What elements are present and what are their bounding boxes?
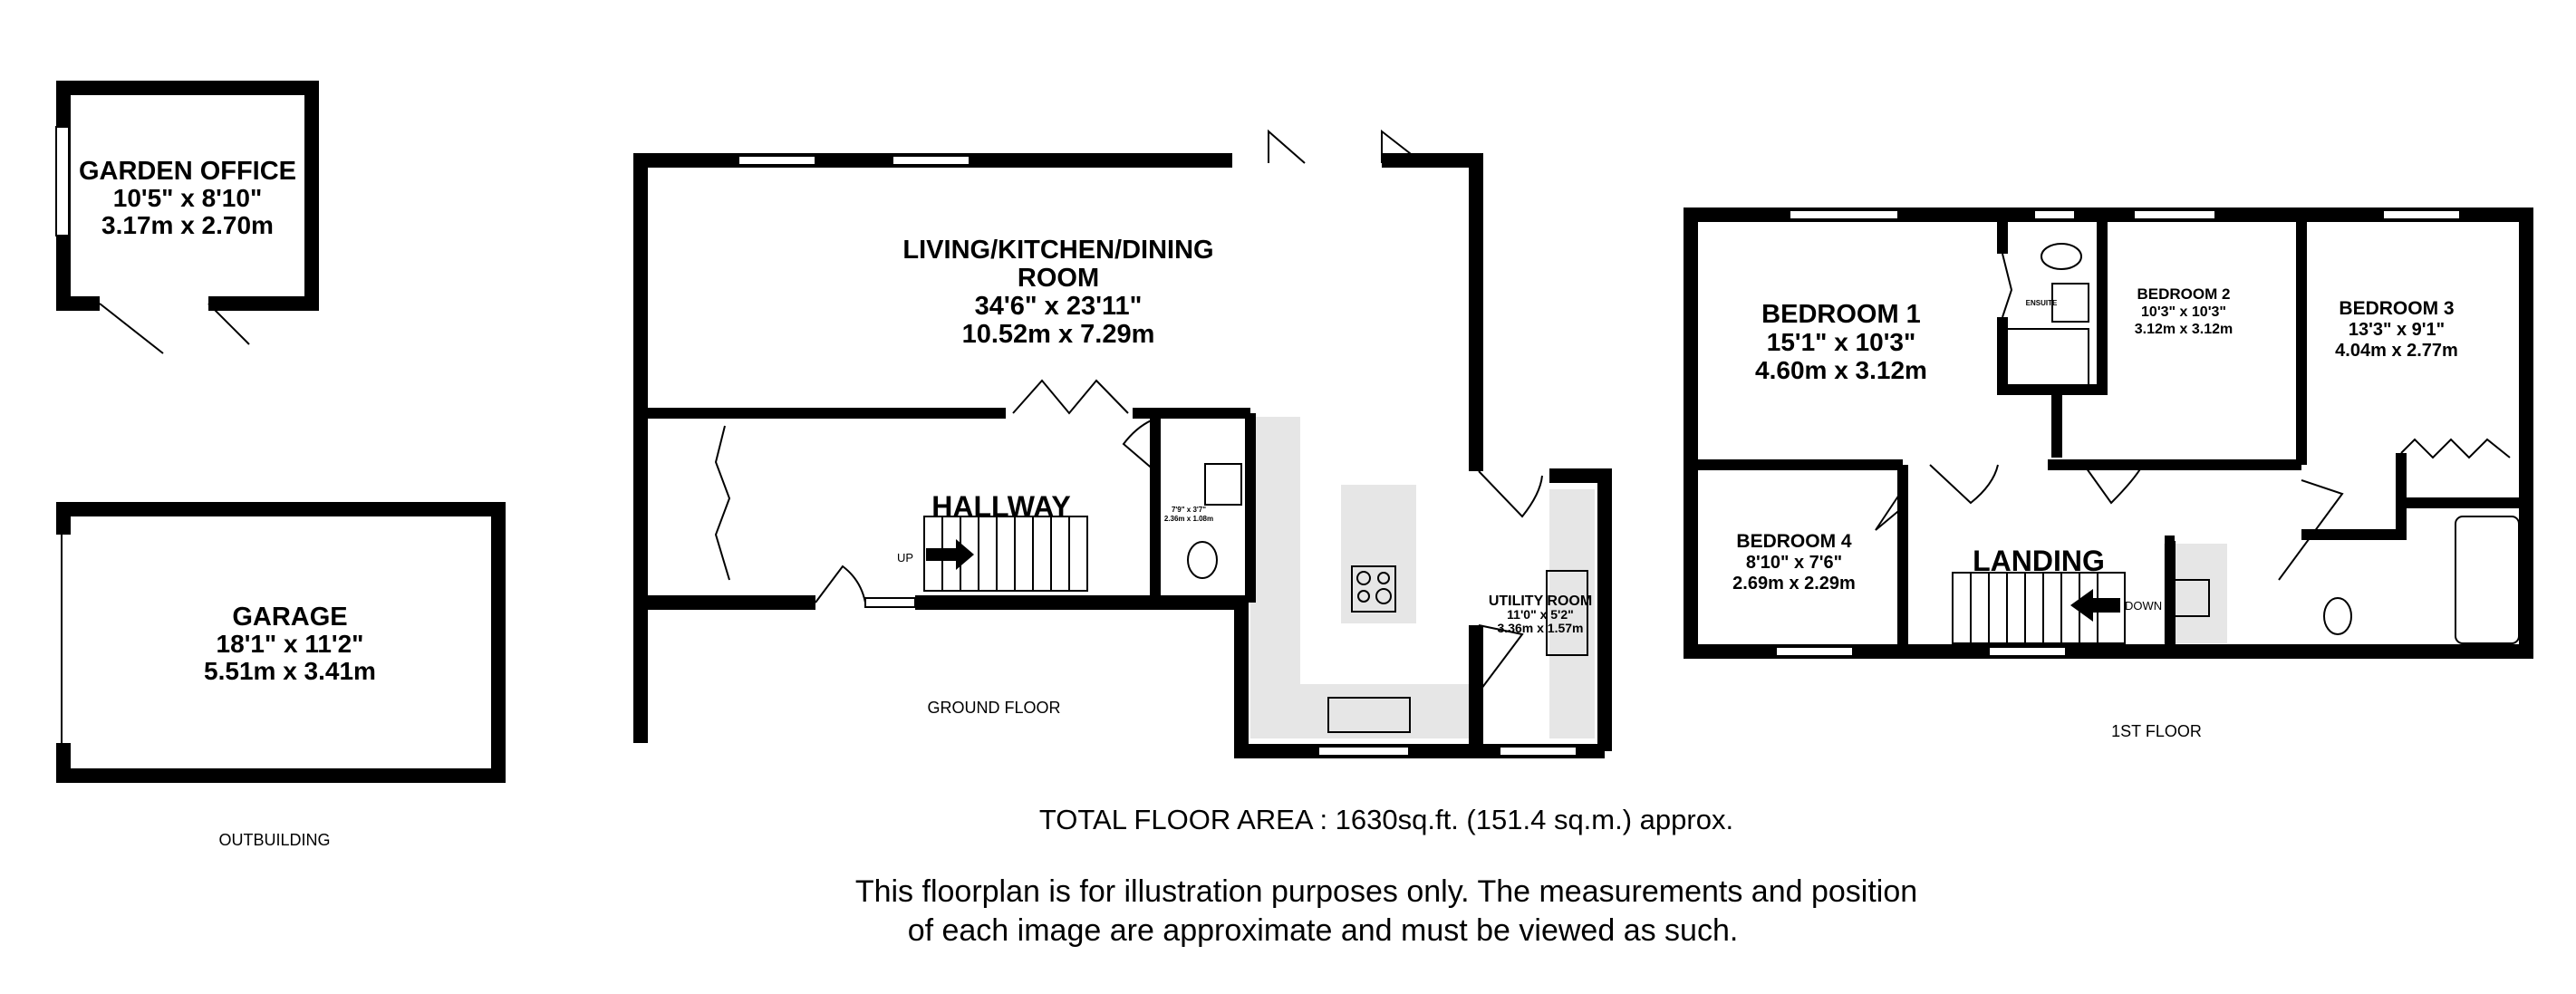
first-floor-label: 1ST FLOOR — [2111, 722, 2202, 740]
window — [1499, 746, 1577, 757]
bathroom-toilet — [2323, 597, 2352, 635]
utility-metric: 3.36m x 1.57m — [1498, 621, 1584, 635]
outbuilding-label: OUTBUILDING — [218, 831, 330, 849]
window — [2382, 209, 2461, 220]
disclaimer-line-1: This floorplan is for illustration purpo… — [855, 874, 1917, 909]
bedroom4-name: BEDROOM 4 — [1736, 531, 1852, 552]
bedroom4-imperial: 8'10" x 7'6" — [1746, 553, 1842, 573]
hallway-name: HALLWAY — [931, 490, 1071, 523]
bedroom3-imperial: 13'3" x 9'1" — [2349, 320, 2445, 340]
garage: GARAGE 18'1" x 11'2" 5.51m x 3.41m — [54, 502, 506, 783]
utility-imperial: 11'0" x 5'2" — [1507, 607, 1574, 622]
bathroom-basin — [2174, 579, 2210, 617]
utility-sink — [1546, 570, 1588, 656]
window — [738, 155, 816, 166]
bedroom4-metric: 2.69m x 2.29m — [1732, 574, 1856, 594]
window — [1789, 209, 1899, 220]
window — [2033, 209, 2076, 220]
bedroom1-imperial: 15'1" x 10'3" — [1767, 328, 1915, 356]
wc-basin — [1204, 463, 1242, 506]
bath — [2455, 516, 2520, 644]
living-name-1: LIVING/KITCHEN/DINING — [902, 236, 1213, 265]
window — [55, 126, 70, 236]
living-metric: 10.52m x 7.29m — [962, 320, 1155, 349]
window — [892, 155, 970, 166]
ground-floor: UP LIVING/KITCHEN/DINING ROOM 34'6" x 23… — [633, 129, 1612, 758]
garden-office: GARDEN OFFICE 10'5" x 8'10" 3.17m x 2.70… — [55, 81, 319, 354]
window — [864, 597, 916, 608]
stairs-down-label: DOWN — [2125, 599, 2162, 613]
window — [2133, 209, 2216, 220]
garden-office-name: GARDEN OFFICE — [79, 157, 296, 186]
living-imperial: 34'6" x 23'11" — [975, 292, 1143, 321]
living-name-2: ROOM — [1018, 264, 1099, 293]
window — [1317, 746, 1410, 757]
bedroom3-metric: 4.04m x 2.77m — [2335, 341, 2458, 361]
arrow-right-icon — [926, 539, 974, 570]
wc-toilet — [1187, 541, 1218, 579]
total-floor-area: TOTAL FLOOR AREA : 1630sq.ft. (151.4 sq.… — [1039, 804, 1733, 835]
ensuite-shower — [2006, 328, 2089, 386]
arrow-left-icon — [2070, 589, 2120, 622]
hob-icon — [1351, 565, 1396, 613]
landing-name: LANDING — [1973, 545, 2105, 577]
bedroom2-imperial: 10'3" x 10'3" — [2141, 304, 2226, 320]
staircase-up: UP — [897, 516, 1088, 592]
bedroom2-metric: 3.12m x 3.12m — [2135, 322, 2233, 337]
garage-metric: 5.51m x 3.41m — [204, 657, 376, 685]
wc-metric: 2.36m x 1.08m — [1164, 515, 1213, 523]
window — [1775, 646, 1854, 657]
disclaimer-line-2: of each image are approximate and must b… — [908, 913, 1739, 948]
utility-name: UTILITY ROOM — [1489, 594, 1592, 609]
bedroom2-name: BEDROOM 2 — [2137, 285, 2231, 303]
stairs-up-label: UP — [897, 551, 913, 565]
wc-imperial: 7'9" x 3'7" — [1172, 506, 1206, 514]
bedroom1-name: BEDROOM 1 — [1761, 300, 1921, 329]
ground-floor-label: GROUND FLOOR — [927, 699, 1060, 717]
garage-name: GARAGE — [232, 603, 347, 632]
ensuite-toilet — [2041, 243, 2082, 270]
first-floor: DOWN BEDROOM 1 15'1" x 10'3" 4.60m x 3.1… — [1684, 207, 2533, 659]
kitchen-sink — [1327, 697, 1411, 733]
window — [1988, 646, 2067, 657]
garage-imperial: 18'1" x 11'2" — [217, 630, 364, 658]
garden-office-imperial: 10'5" x 8'10" — [113, 184, 262, 212]
staircase-down: DOWN — [1952, 572, 2162, 644]
garden-office-metric: 3.17m x 2.70m — [101, 211, 274, 239]
ensuite-name: ENSUITE — [2026, 299, 2058, 307]
bedroom1-metric: 4.60m x 3.12m — [1755, 356, 1927, 384]
ensuite-basin — [2051, 283, 2089, 323]
bedroom3-name: BEDROOM 3 — [2339, 298, 2454, 319]
